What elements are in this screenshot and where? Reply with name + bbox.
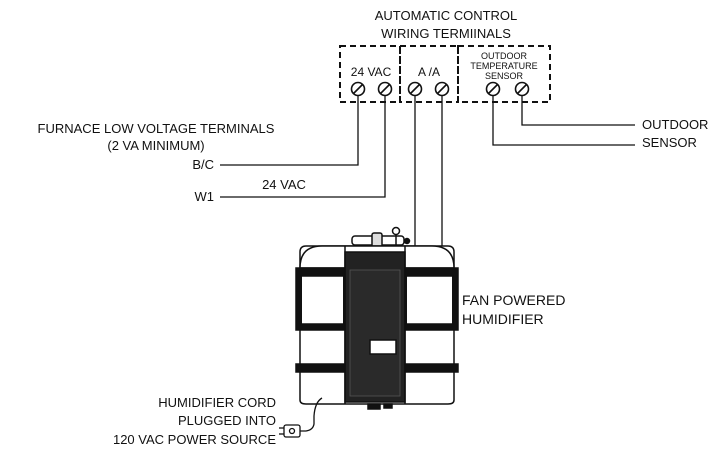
screw-terminals [350,81,530,97]
terminal-w1-label: W1 [194,189,215,204]
terminal-bc-label: B/C [192,157,214,172]
wire-24vac-label: 24 VAC [262,177,306,192]
terminal-label-outdoor-line2: TEMPERATURE [470,61,538,71]
humidifier-unit [295,226,459,410]
plug-icon [279,424,301,438]
bypass-fitting [351,226,411,249]
terminal-block-title-line1: AUTOMATIC CONTROL [374,8,518,23]
screw-terminal-24vac-1 [350,81,366,97]
furnace-title-line1: FURNACE LOW VOLTAGE TERMINALS [37,121,275,136]
cord-label-line1: HUMIDIFIER CORD [158,395,276,410]
terminal-label-24vac: 24 VAC [350,65,392,79]
terminal-group-aa [399,45,459,103]
wire-w1 [220,95,386,198]
furnace-title-line2: (2 VA MINIMUM) [107,138,205,153]
terminal-label-outdoor-line3: SENSOR [484,71,524,81]
humidifier-label-line1: FAN POWERED [462,292,566,308]
power-cord [279,397,323,438]
terminal-group-outdoor [457,45,551,103]
humidifier-label-line2: HUMIDIFIER [462,311,544,327]
wire-sensor-1 [492,95,635,146]
screw-terminal-a1 [407,81,423,97]
wire-sensor-2 [521,95,635,126]
terminal-label-outdoor-line1: OUTDOOR [481,51,527,61]
terminal-label-aa: A /A [417,65,441,79]
terminal-block-title-line2: WIRING TERMIINALS [381,26,511,41]
cord-wire [300,397,323,432]
wires [220,95,635,246]
wire-bc [220,95,359,166]
screw-terminal-24vac-2 [377,81,393,97]
cord-label-line3: 120 VAC POWER SOURCE [112,432,276,447]
screw-terminal-sensor-1 [485,81,501,97]
cord-label-line2: PLUGGED INTO [177,413,276,428]
outdoor-sensor-label-line1: OUTDOOR [642,117,709,132]
screw-terminal-sensor-2 [514,81,530,97]
humidifier-display-window [369,339,397,355]
terminal-group-24vac [339,45,401,103]
outdoor-sensor-label-line2: SENSOR [642,135,697,150]
screw-terminal-a2 [434,81,450,97]
terminal-block [339,45,551,103]
